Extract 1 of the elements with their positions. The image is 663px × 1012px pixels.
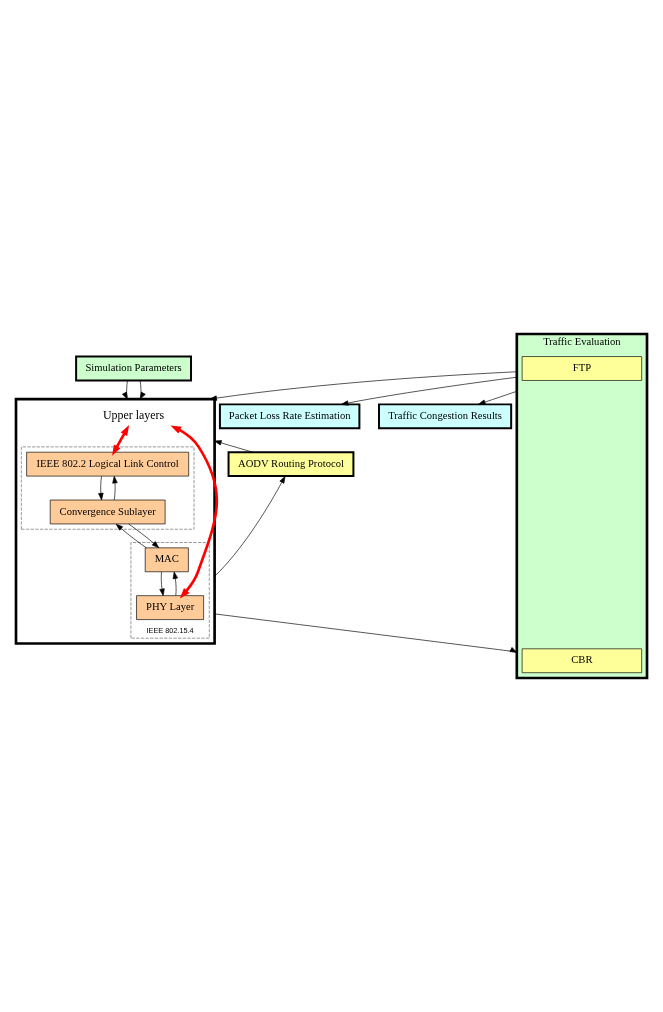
node-text: Upper layers bbox=[102, 408, 165, 423]
